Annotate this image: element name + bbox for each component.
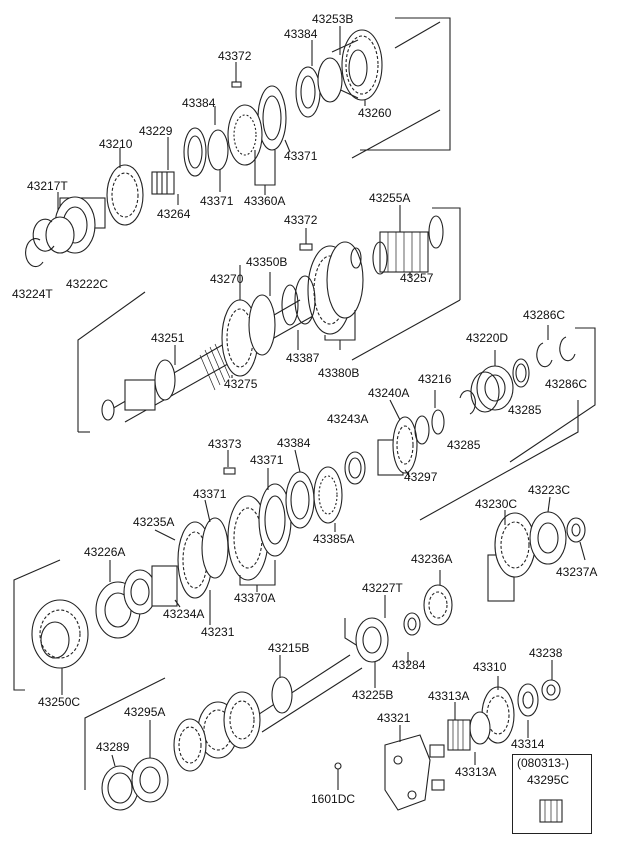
part-label-43387: 43387	[286, 351, 320, 365]
part-label-43235A: 43235A	[133, 515, 175, 529]
gear-43240A-group	[344, 390, 445, 485]
part-label-43295A: 43295A	[124, 705, 166, 719]
part-label-43284: 43284	[392, 658, 426, 672]
part-label-43234A: 43234A	[163, 607, 205, 621]
countershaft-group	[84, 570, 453, 790]
part-label-43286C: 43286C	[545, 377, 588, 391]
part-label-43238: 43238	[529, 646, 563, 660]
part-label-43222C: 43222C	[66, 277, 109, 291]
gear-43260	[331, 29, 383, 101]
inset-date-label: (080313-)	[517, 756, 570, 770]
part-label-43371: 43371	[250, 453, 284, 467]
part-label-43216: 43216	[418, 372, 452, 386]
part-label-43380B: 43380B	[318, 366, 360, 380]
part-label-43250C: 43250C	[38, 695, 81, 709]
reverse-idler-group	[334, 660, 563, 823]
part-label-43360A: 43360A	[244, 194, 286, 208]
part-label-43297: 43297	[404, 470, 438, 484]
part-label-43371: 43371	[200, 194, 234, 208]
part-label-43264: 43264	[157, 207, 191, 221]
part-label-43372: 43372	[284, 213, 318, 227]
bearing-43295A-group	[101, 720, 169, 811]
part-label-43229: 43229	[139, 124, 173, 138]
part-label-43240A: 43240A	[368, 386, 410, 400]
part-label-43215B: 43215B	[268, 641, 310, 655]
part-label-43373: 43373	[208, 437, 242, 451]
part-label-43210: 43210	[99, 137, 133, 151]
part-label-43231: 43231	[201, 625, 235, 639]
gear-43230C-group	[487, 496, 586, 602]
bearing-group-right	[459, 325, 596, 463]
part-label-43384: 43384	[182, 96, 216, 110]
part-label-43295C: 43295C	[527, 773, 570, 787]
part-label-43230C: 43230C	[475, 497, 518, 511]
part-label-43243A: 43243A	[327, 412, 369, 426]
part-label-43314: 43314	[511, 737, 545, 751]
part-label-43260: 43260	[358, 106, 392, 120]
part-label-43253B: 43253B	[312, 12, 354, 26]
part-label-43313A: 43313A	[428, 689, 470, 703]
part-label-43236A: 43236A	[411, 552, 453, 566]
part-label-43220D: 43220D	[466, 331, 509, 345]
part-label-43350B: 43350B	[246, 255, 288, 269]
part-label-43251: 43251	[151, 331, 185, 345]
part-label-43285: 43285	[508, 403, 542, 417]
part-label-43225B: 43225B	[352, 688, 394, 702]
part-label-43270: 43270	[210, 272, 244, 286]
lower-synchro-group	[13, 400, 579, 695]
part-label-43310: 43310	[473, 660, 507, 674]
part-label-43217T: 43217T	[27, 179, 68, 193]
part-label-43289: 43289	[96, 740, 130, 754]
part-label-43384: 43384	[284, 27, 318, 41]
part-label-43286C: 43286C	[523, 308, 566, 322]
main-shaft-group	[77, 205, 461, 433]
part-label-43371: 43371	[193, 487, 227, 501]
part-label-43227T: 43227T	[362, 581, 403, 595]
part-label-43226A: 43226A	[84, 545, 126, 559]
part-label-43255A: 43255A	[369, 191, 411, 205]
part-label-43384: 43384	[277, 436, 311, 450]
part-label-43371: 43371	[284, 149, 318, 163]
upper-shaft-group	[25, 17, 451, 268]
part-label-1601DC: 1601DC	[311, 792, 356, 806]
part-label-43285: 43285	[447, 438, 481, 452]
part-label-43321: 43321	[377, 711, 411, 725]
part-label-43223C: 43223C	[528, 483, 571, 497]
part-label-43313A: 43313A	[455, 765, 497, 779]
part-label-43224T: 43224T	[12, 287, 53, 301]
part-label-43372: 43372	[218, 49, 252, 63]
part-label-43370A: 43370A	[234, 591, 276, 605]
part-label-43385A: 43385A	[313, 532, 355, 546]
part-label-43275: 43275	[224, 377, 258, 391]
part-label-43257: 43257	[400, 271, 434, 285]
part-label-43237A: 43237A	[556, 565, 598, 579]
inset-frame-080313	[512, 754, 592, 834]
